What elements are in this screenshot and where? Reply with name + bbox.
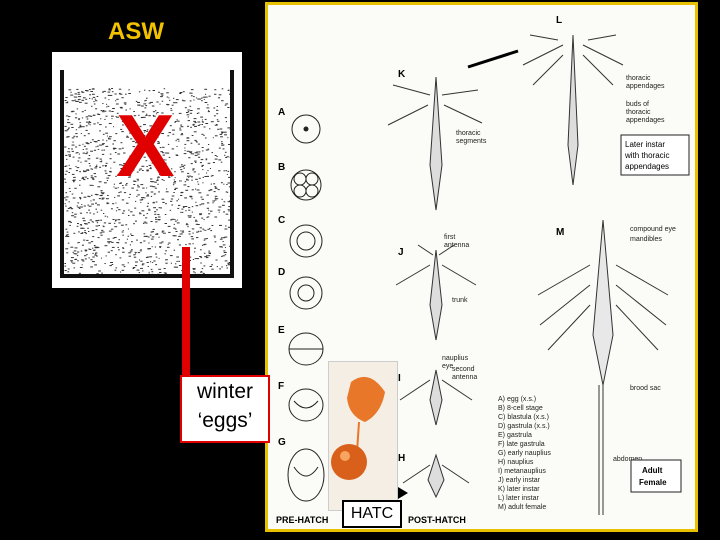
- pre-hatch-label: PRE-HATCH: [276, 515, 328, 525]
- stage-letter-i: I: [398, 373, 401, 384]
- later-instar-box: [620, 134, 690, 176]
- callout-line-1: winter: [196, 380, 254, 403]
- annotation-mandibles: mandibles: [630, 236, 662, 243]
- winter-eggs-callout: winter ‘eggs’: [180, 375, 270, 443]
- stage-letter-j: J: [398, 247, 404, 258]
- callout-line-2: ‘eggs’: [197, 409, 253, 432]
- annotation-brood-sac: brood sac: [630, 385, 661, 392]
- early-instar-j: [395, 244, 477, 341]
- legend-item: B) 8-cell stage: [498, 405, 543, 412]
- late-gastrula-stage-f: [288, 388, 324, 422]
- legend-item: E) gastrula: [498, 432, 532, 439]
- adult-female-line2: Female: [639, 478, 667, 487]
- stage-letter-m: M: [556, 227, 564, 238]
- legend-item: C) blastula (x.s.): [498, 414, 549, 421]
- stage-letter-b: B: [278, 162, 285, 173]
- annotation-buds-2: thoracic: [626, 109, 651, 116]
- legend-item: K) later instar: [498, 486, 540, 493]
- annotation-buds-3: appendages: [626, 117, 665, 124]
- stage-legend: A) egg (x.s.) B) 8-cell stage C) blastul…: [498, 396, 551, 511]
- hatch-label: HATC: [342, 500, 402, 528]
- legend-item: G) early nauplius: [498, 450, 551, 457]
- annotation-abdomen: abdomen: [613, 456, 642, 463]
- nauplius-h: [402, 453, 470, 499]
- later-instar-k: [387, 49, 519, 211]
- gastrula-stage-d: [289, 276, 323, 310]
- adult-female-box: [630, 459, 682, 493]
- annotation-thoracic-appendages-2: appendages: [626, 83, 665, 90]
- stage-letter-g: G: [278, 437, 286, 448]
- annotation-buds-1: buds of: [626, 101, 649, 108]
- legend-item: I) metanauplius: [498, 468, 546, 475]
- annotation-thoracic-appendages-1: thoracic: [626, 75, 651, 82]
- stage-letter-d: D: [278, 267, 285, 278]
- annotation-nauplius-eye-2: eye: [442, 363, 453, 370]
- slide-title: ASW: [108, 18, 164, 45]
- stage-letter-f: F: [278, 381, 284, 392]
- later-instar-box-line2: with thoracic: [624, 151, 669, 160]
- sand-tank-panel: X: [52, 52, 242, 288]
- annotation-second-antenna-1: second: [452, 366, 475, 373]
- blastula-stage-c: [289, 224, 323, 258]
- later-instar-box-line3: appendages: [625, 162, 669, 171]
- eight-cell-stage-b: [290, 169, 322, 201]
- embryo-stages: [287, 114, 325, 502]
- legend-item: L) later instar: [498, 495, 540, 502]
- nauplius-photo-illustration: [331, 376, 385, 480]
- sand-tank-illustration: [60, 70, 234, 278]
- later-instar-box-line1: Later instar: [625, 140, 665, 149]
- stage-letter-l: L: [556, 15, 562, 26]
- metanauplius-i: [399, 369, 473, 426]
- annotation-second-antenna-2: antenna: [452, 374, 477, 381]
- nauplius-photo: [328, 361, 398, 511]
- tank-outline: [60, 70, 234, 278]
- annotation-first-antenna-1: first: [444, 234, 455, 241]
- legend-item: M) adult female: [498, 504, 546, 511]
- annotation-thoracic-segments-2: segments: [456, 138, 487, 145]
- legend-item: A) egg (x.s.): [498, 396, 536, 403]
- post-hatch-label: POST-HATCH: [408, 515, 466, 525]
- annotation-nauplius-eye-1: nauplius: [442, 355, 469, 362]
- lifecycle-diagram: A B C D E F G H I J K L M: [276, 15, 690, 525]
- adult-female-m: [537, 219, 669, 515]
- callout-connector-line: [182, 247, 190, 377]
- annotation-first-antenna-2: antenna: [444, 242, 469, 249]
- legend-item: D) gastrula (x.s.): [498, 423, 550, 430]
- annotation-trunk: trunk: [452, 297, 468, 304]
- stage-letter-h: H: [398, 453, 405, 464]
- legend-item: J) early instar: [498, 477, 541, 484]
- tank-x-mark: X: [116, 96, 175, 195]
- stage-letter-a: A: [278, 107, 285, 118]
- artemia-lifecycle-figure: A B C D E F G H I J K L M: [265, 2, 698, 532]
- adult-female-line1: Adult: [642, 466, 663, 475]
- stage-letter-e: E: [278, 325, 285, 336]
- legend-item: H) nauplius: [498, 459, 534, 466]
- later-instar-l: [522, 34, 624, 186]
- legend-item: F) late gastrula: [498, 441, 545, 448]
- annotation-compound-eye: compound eye: [630, 226, 676, 233]
- figure-annotations: thoracic appendages buds of thoracic app…: [442, 75, 676, 463]
- annotation-thoracic-segments-1: thoracic: [456, 130, 481, 137]
- stage-letter-c: C: [278, 215, 285, 226]
- early-nauplius-stage-g: [287, 448, 325, 502]
- stage-letter-k: K: [398, 69, 406, 80]
- egg-stage-a: [291, 114, 321, 144]
